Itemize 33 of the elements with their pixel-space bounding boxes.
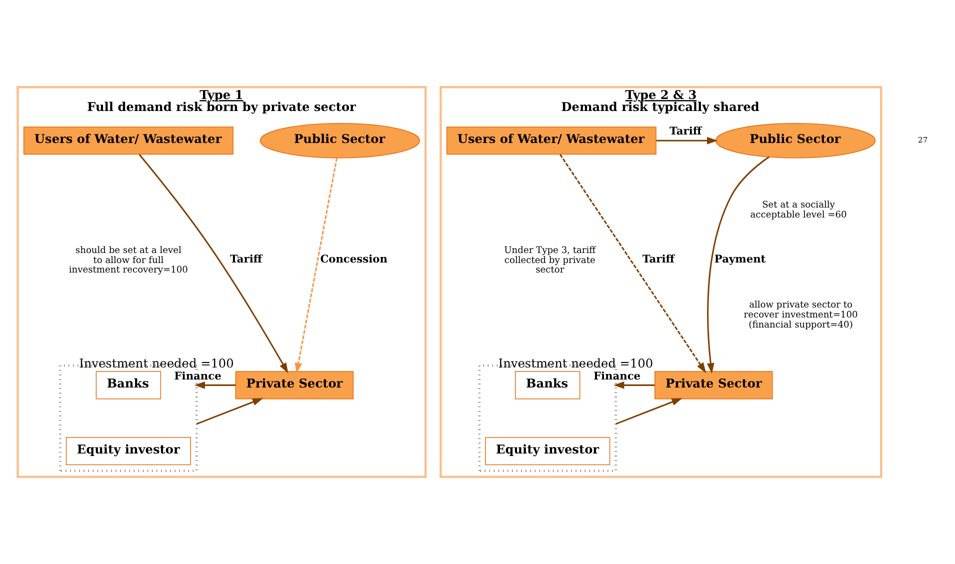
node-box: Private Sector: [654, 371, 773, 400]
node-ellipse: Public Sector: [260, 123, 420, 158]
arrow: [614, 381, 655, 389]
label: should be set at a level to allow for full investment recovery=100: [68, 246, 188, 276]
arrow: [560, 154, 706, 374]
edge-label: Payment: [714, 252, 766, 266]
node-box: Users of Water/ Wastewater: [23, 126, 234, 155]
label: allow private sector to recover investment=100 (financial support=40): [744, 300, 858, 330]
arrow: [194, 381, 236, 389]
arrow: [706, 156, 770, 374]
node-label: Investment needed =100: [79, 356, 234, 371]
node-box: Users of Water/ Wastewater: [446, 126, 656, 155]
edge-label: Tariff: [230, 252, 262, 266]
node-ellipse: Public Sector: [715, 123, 876, 158]
node-box: Equity investor: [485, 437, 610, 466]
edge-label: Finance: [174, 369, 222, 382]
node-box: Equity investor: [66, 437, 191, 466]
node-box: Private Sector: [235, 371, 354, 400]
edge-label: Tariff: [670, 124, 702, 138]
arrow: [196, 398, 264, 425]
node-label: Investment needed =100: [498, 356, 654, 371]
node-box: Banks: [96, 371, 162, 400]
arrow: [616, 398, 682, 425]
arrow: [294, 158, 338, 374]
label: Under Type 3, tariff collected by private sector: [504, 246, 596, 276]
edge-label: Tariff: [642, 252, 674, 266]
arrow: [656, 136, 718, 144]
label: Set at a socially acceptable level =60: [750, 200, 847, 220]
edge-label: Finance: [593, 369, 641, 382]
edge-label: Concession: [320, 252, 388, 266]
label: 27: [918, 136, 928, 145]
arrow: [138, 154, 288, 374]
node-box: Banks: [515, 371, 580, 400]
